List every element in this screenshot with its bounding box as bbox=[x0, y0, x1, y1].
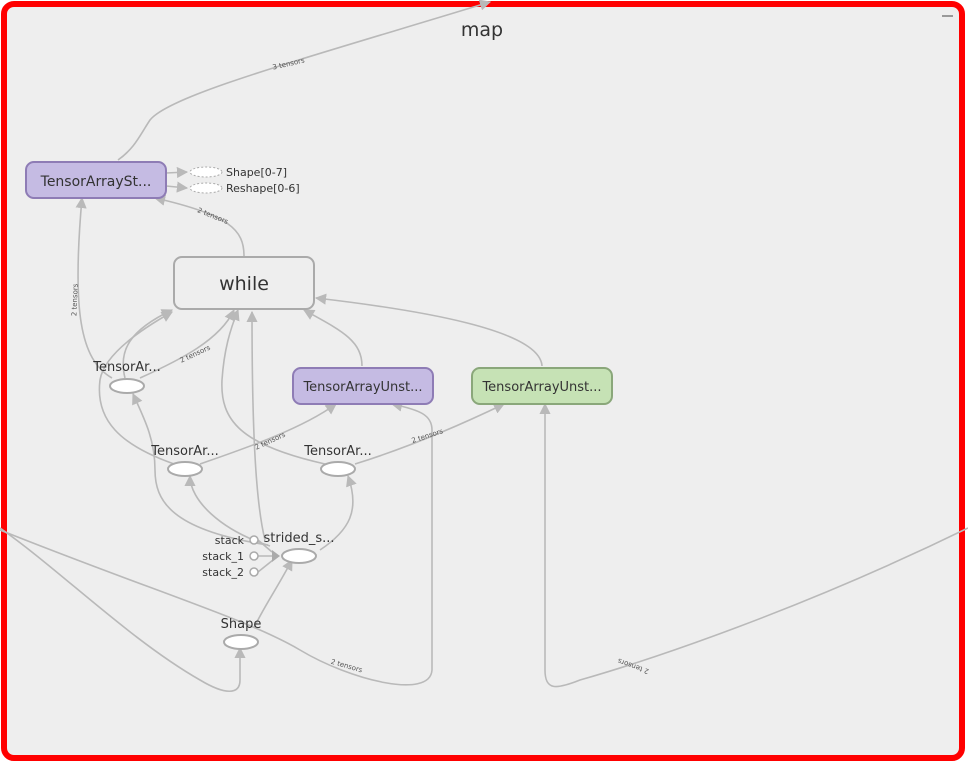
node-stack-1-label: stack_1 bbox=[202, 550, 244, 563]
node-strided-slice-label: strided_s... bbox=[264, 531, 335, 546]
output-reshape-label: Reshape[0-6] bbox=[226, 182, 300, 195]
node-strided-slice-ellipse[interactable] bbox=[281, 548, 317, 564]
node-shape-ellipse[interactable] bbox=[223, 634, 259, 650]
node-tensor-array-b-label: TensorAr... bbox=[150, 444, 218, 459]
edge-unstack2-to-while bbox=[314, 293, 543, 367]
output-shape-stub[interactable]: Shape[0-7] bbox=[189, 166, 287, 179]
node-tensor-array-unstack-2-box[interactable] bbox=[471, 367, 613, 405]
edge-a-to-stack bbox=[75, 196, 113, 379]
edge-input-to-unstack1 bbox=[0, 400, 433, 686]
node-stack-circle[interactable] bbox=[249, 535, 259, 545]
node-tensor-array-a-ellipse[interactable] bbox=[109, 378, 145, 394]
collapse-icon[interactable] bbox=[942, 15, 953, 17]
node-strided-slice[interactable]: strided_s... bbox=[264, 531, 335, 564]
edge-reshape-out bbox=[165, 181, 189, 193]
node-shape-label: Shape bbox=[221, 617, 262, 632]
edge-unstack1-to-while bbox=[303, 309, 363, 367]
node-tensor-array-unstack-1-label: TensorArrayUnst... bbox=[302, 380, 422, 395]
edge-input-to-unstack2 bbox=[539, 402, 968, 688]
node-stack-2-label: stack_2 bbox=[202, 566, 244, 579]
node-tensor-array-c-label: TensorAr... bbox=[303, 444, 371, 459]
edge-strided-to-c bbox=[319, 474, 357, 551]
node-stack-1[interactable]: stack_1 bbox=[202, 550, 259, 563]
node-tensor-array-unstack-1-box[interactable] bbox=[292, 367, 434, 405]
strided-slice-input-arrow-icon bbox=[272, 550, 280, 562]
node-tensor-array-c[interactable]: TensorAr... bbox=[303, 444, 372, 477]
edge-b-to-unstack1 bbox=[199, 403, 337, 465]
edge-while-to-stack bbox=[153, 194, 245, 257]
edge-a-to-while-1 bbox=[122, 309, 174, 379]
node-while-label: while bbox=[219, 273, 269, 295]
node-tensor-array-stack-box[interactable] bbox=[25, 161, 167, 199]
node-tensor-array-a[interactable]: TensorAr... bbox=[92, 360, 161, 394]
output-reshape-ellipse[interactable] bbox=[189, 182, 223, 194]
node-stack-1-circle[interactable] bbox=[249, 551, 259, 561]
edge-c-to-unstack2 bbox=[354, 403, 506, 465]
node-tensor-array-a-label: TensorAr... bbox=[92, 360, 160, 375]
node-tensor-array-unstack-1[interactable]: TensorArrayUnst... bbox=[292, 367, 434, 405]
node-stack-label: stack bbox=[215, 534, 245, 547]
edge-a-to-while-2 bbox=[139, 308, 235, 379]
node-tensor-array-stack[interactable]: TensorArraySt... bbox=[25, 161, 167, 199]
edge-stack-out bbox=[117, 0, 492, 161]
node-stack[interactable]: stack bbox=[215, 534, 259, 547]
node-while-box[interactable] bbox=[173, 256, 315, 310]
node-stack-2[interactable]: stack_2 bbox=[202, 566, 259, 579]
edge-shape-out bbox=[165, 166, 189, 179]
output-shape-ellipse[interactable] bbox=[189, 166, 223, 178]
node-while[interactable]: while bbox=[173, 256, 315, 310]
node-tensor-array-unstack-2-label: TensorArrayUnst... bbox=[481, 380, 601, 395]
edge-shape-to-strided bbox=[253, 559, 293, 629]
group-title: map bbox=[461, 19, 503, 41]
edge-input-to-shape bbox=[0, 527, 246, 693]
node-stack-2-circle[interactable] bbox=[249, 567, 259, 577]
node-tensor-array-unstack-2[interactable]: TensorArrayUnst... bbox=[471, 367, 613, 405]
output-reshape-stub[interactable]: Reshape[0-6] bbox=[189, 182, 300, 195]
edge-c-to-while bbox=[221, 308, 326, 465]
output-shape-label: Shape[0-7] bbox=[226, 166, 287, 179]
edge-strided-to-a bbox=[132, 392, 269, 546]
edge-label-left: 2 tensors bbox=[70, 283, 79, 316]
edge-strided-to-while bbox=[246, 310, 266, 541]
edge-stack-to-strided bbox=[257, 539, 273, 553]
node-tensor-array-c-ellipse[interactable] bbox=[320, 461, 356, 477]
node-tensor-array-stack-label: TensorArraySt... bbox=[40, 174, 152, 190]
node-shape[interactable]: Shape bbox=[221, 617, 262, 650]
node-tensor-array-b-ellipse[interactable] bbox=[167, 461, 203, 477]
edge-b-to-while bbox=[98, 311, 175, 465]
node-tensor-array-b[interactable]: TensorAr... bbox=[150, 444, 219, 477]
